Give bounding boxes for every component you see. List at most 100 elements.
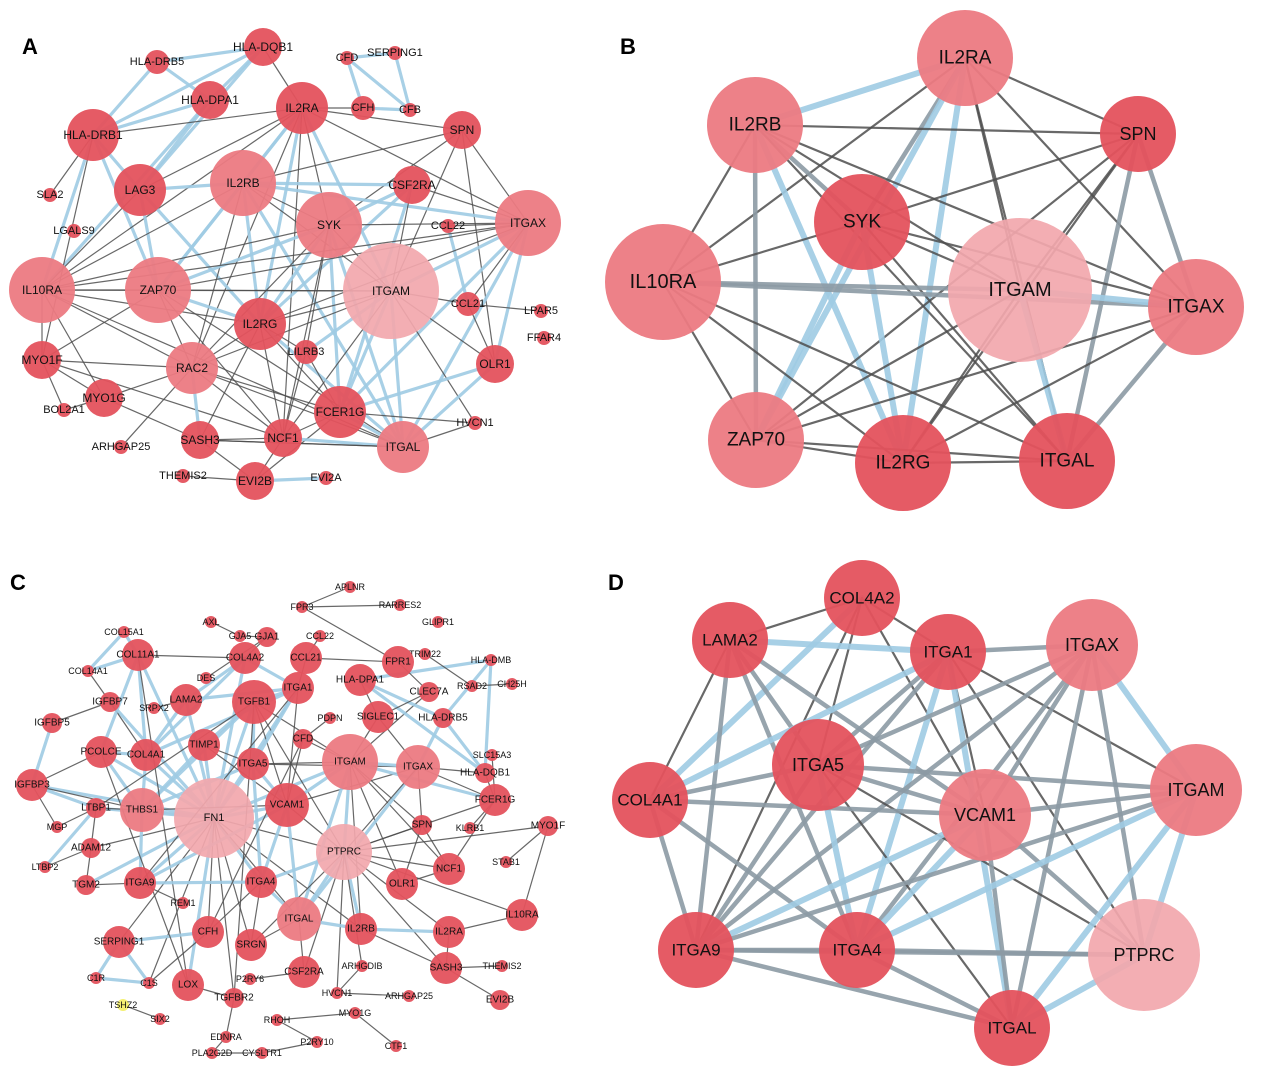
node-LOX[interactable]: LOX bbox=[172, 969, 204, 1001]
node-OLR1[interactable]: OLR1 bbox=[476, 345, 514, 383]
node-CYSLTR1[interactable]: CYSLTR1 bbox=[242, 1047, 282, 1059]
node-ITGAX[interactable]: ITGAX bbox=[396, 745, 440, 789]
node-HLA-DQB1[interactable]: HLA-DQB1 bbox=[460, 763, 510, 783]
node-ITGA9[interactable]: ITGA9 bbox=[658, 912, 734, 988]
node-FFAR4[interactable]: FFAR4 bbox=[527, 331, 561, 345]
node-IGFBP3[interactable]: IGFBP3 bbox=[14, 769, 50, 801]
node-MYO1G[interactable]: MYO1G bbox=[82, 379, 126, 417]
node-PCOLCE[interactable]: PCOLCE bbox=[80, 736, 122, 768]
node-MYO1F[interactable]: MYO1F bbox=[531, 816, 565, 836]
node-HLA-DRB1[interactable]: HLA-DRB1 bbox=[63, 109, 123, 161]
node-HLA-DPA1[interactable]: HLA-DPA1 bbox=[181, 81, 239, 119]
node-THEMIS2[interactable]: THEMIS2 bbox=[159, 469, 207, 483]
node-IL10RA[interactable]: IL10RA bbox=[9, 257, 75, 323]
node-COL4A2[interactable]: COL4A2 bbox=[824, 560, 900, 636]
node-THBS1[interactable]: THBS1 bbox=[120, 788, 164, 832]
node-SLA2[interactable]: SLA2 bbox=[37, 188, 64, 202]
node-ITGA5[interactable]: ITGA5 bbox=[772, 719, 864, 811]
node-SPN[interactable]: SPN bbox=[1100, 96, 1176, 172]
node-EVI2B[interactable]: EVI2B bbox=[486, 990, 515, 1010]
node-CCL21[interactable]: CCL21 bbox=[451, 292, 485, 316]
node-C1S[interactable]: C1S bbox=[140, 977, 158, 989]
node-NCF1[interactable]: NCF1 bbox=[433, 853, 465, 885]
node-ZAP70[interactable]: ZAP70 bbox=[125, 257, 191, 323]
node-ITGA4[interactable]: ITGA4 bbox=[819, 912, 895, 988]
node-HLA-DQB1[interactable]: HLA-DQB1 bbox=[233, 28, 293, 66]
node-SASH3[interactable]: SASH3 bbox=[430, 952, 463, 984]
node-CCL21[interactable]: CCL21 bbox=[290, 642, 322, 674]
node-VCAM1[interactable]: VCAM1 bbox=[939, 769, 1031, 861]
node-SIX2[interactable]: SIX2 bbox=[150, 1013, 170, 1025]
node-CTF1[interactable]: CTF1 bbox=[385, 1040, 408, 1052]
node-FN1[interactable]: FN1 bbox=[174, 778, 254, 858]
node-ARHGDIB[interactable]: ARHGDIB bbox=[341, 960, 383, 972]
node-CSF2RA[interactable]: CSF2RA bbox=[388, 166, 436, 204]
node-HVCN1[interactable]: HVCN1 bbox=[322, 987, 353, 999]
node-ARHGAP25[interactable]: ARHGAP25 bbox=[92, 440, 151, 454]
node-ITGA4[interactable]: ITGA4 bbox=[245, 866, 277, 898]
node-HLA-DPA1[interactable]: HLA-DPA1 bbox=[336, 664, 385, 696]
node-MGP[interactable]: MGP bbox=[47, 821, 68, 833]
node-CCL22[interactable]: CCL22 bbox=[306, 630, 334, 642]
node-COL15A1[interactable]: COL15A1 bbox=[104, 626, 144, 638]
node-LAMA2[interactable]: LAMA2 bbox=[170, 684, 203, 716]
node-ARHGAP25[interactable]: ARHGAP25 bbox=[385, 990, 433, 1002]
node-EVI2B[interactable]: EVI2B bbox=[236, 462, 274, 500]
node-APLNR[interactable]: APLNR bbox=[335, 581, 366, 593]
node-IL2RB[interactable]: IL2RB bbox=[345, 913, 377, 945]
node-PDPN[interactable]: PDPN bbox=[317, 712, 343, 724]
node-CFD[interactable]: CFD bbox=[293, 729, 314, 749]
node-CFB[interactable]: CFB bbox=[399, 103, 421, 117]
node-SPN[interactable]: SPN bbox=[443, 111, 481, 149]
node-LTBP1[interactable]: LTBP1 bbox=[81, 798, 111, 818]
node-LTBP2[interactable]: LTBP2 bbox=[32, 861, 59, 873]
node-PTPRC[interactable]: PTPRC bbox=[316, 824, 372, 880]
node-IL2RB[interactable]: IL2RB bbox=[707, 77, 803, 173]
node-RSAD2[interactable]: RSAD2 bbox=[457, 680, 487, 692]
node-DES[interactable]: DES bbox=[197, 672, 216, 684]
node-CCL22[interactable]: CCL22 bbox=[431, 219, 465, 233]
node-CFH[interactable]: CFH bbox=[351, 96, 375, 120]
node-PTPRC[interactable]: PTPRC bbox=[1088, 899, 1200, 1011]
node-IGFBP5[interactable]: IGFBP5 bbox=[34, 713, 70, 733]
node-ITGA1[interactable]: ITGA1 bbox=[910, 614, 986, 690]
node-SRGN[interactable]: SRGN bbox=[235, 929, 267, 961]
node-BOL2A1[interactable]: BOL2A1 bbox=[43, 403, 85, 417]
node-HVCN1[interactable]: HVCN1 bbox=[456, 416, 494, 430]
node-ITGAX[interactable]: ITGAX bbox=[495, 190, 561, 256]
node-P2RY10[interactable]: P2RY10 bbox=[300, 1036, 334, 1048]
node-SERPING1[interactable]: SERPING1 bbox=[367, 46, 423, 60]
node-SIGLEC1[interactable]: SIGLEC1 bbox=[357, 701, 400, 733]
node-HLA-DRB5[interactable]: HLA-DRB5 bbox=[130, 50, 184, 74]
node-RAC2[interactable]: RAC2 bbox=[166, 342, 218, 394]
node-RHOH[interactable]: RHOH bbox=[264, 1014, 291, 1026]
node-IGFBP7[interactable]: IGFBP7 bbox=[92, 692, 128, 712]
node-FCER1G[interactable]: FCER1G bbox=[314, 386, 366, 438]
node-TGFB1[interactable]: TGFB1 bbox=[232, 680, 276, 724]
node-EVI2A[interactable]: EVI2A bbox=[310, 471, 342, 485]
node-LGALS9[interactable]: LGALS9 bbox=[53, 224, 95, 238]
node-PLA2G2D[interactable]: PLA2G2D bbox=[192, 1047, 233, 1059]
node-EDNRA[interactable]: EDNRA bbox=[210, 1031, 242, 1043]
node-IL10RA[interactable]: IL10RA bbox=[505, 899, 539, 931]
node-SPN[interactable]: SPN bbox=[412, 815, 433, 835]
node-LPAR5[interactable]: LPAR5 bbox=[524, 304, 558, 318]
node-IL10RA[interactable]: IL10RA bbox=[605, 224, 721, 340]
node-ITGAL[interactable]: ITGAL bbox=[277, 897, 321, 941]
node-ITGAL[interactable]: ITGAL bbox=[1019, 413, 1115, 509]
node-ADAM12[interactable]: ADAM12 bbox=[71, 838, 111, 858]
node-FPR1[interactable]: FPR1 bbox=[382, 646, 414, 678]
node-SERPING1[interactable]: SERPING1 bbox=[94, 926, 145, 958]
node-GLIPR1[interactable]: GLIPR1 bbox=[422, 616, 454, 628]
node-ITGAM[interactable]: ITGAM bbox=[1150, 744, 1242, 836]
node-ITGAX[interactable]: ITGAX bbox=[1148, 259, 1244, 355]
node-FCER1G[interactable]: FCER1G bbox=[475, 784, 516, 816]
node-SYK[interactable]: SYK bbox=[814, 174, 910, 270]
node-OLR1[interactable]: OLR1 bbox=[386, 868, 418, 900]
node-TGFBR2[interactable]: TGFBR2 bbox=[214, 988, 254, 1008]
node-LAMA2[interactable]: LAMA2 bbox=[692, 602, 768, 678]
node-TGM2[interactable]: TGM2 bbox=[72, 875, 100, 895]
node-ITGA1[interactable]: ITGA1 bbox=[282, 672, 314, 704]
node-STAB1[interactable]: STAB1 bbox=[492, 856, 520, 868]
node-P2RY6[interactable]: P2RY6 bbox=[236, 973, 264, 985]
